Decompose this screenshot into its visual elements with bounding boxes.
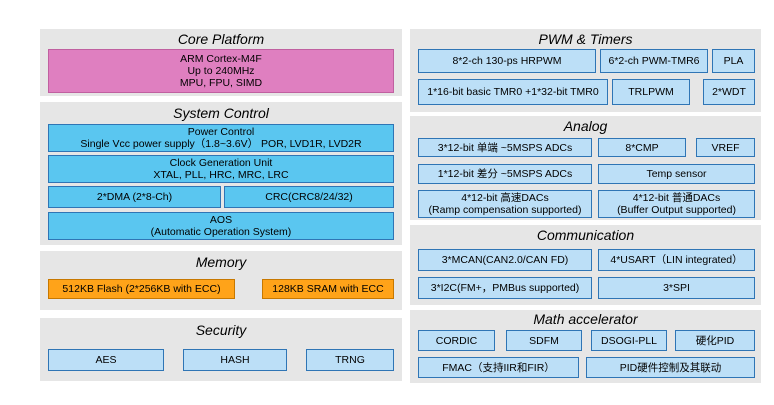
dsogi-pll-box: DSOGI-PLL: [591, 330, 667, 351]
wdt-box: 2*WDT: [703, 79, 755, 105]
dma-label: 2*DMA (2*8-Ch): [96, 191, 173, 203]
hash-label: HASH: [220, 354, 250, 366]
aes-label: AES: [95, 354, 117, 366]
tmr6-label: 6*2-ch PWM-TMR6: [608, 55, 700, 67]
hash-box: HASH: [183, 349, 287, 371]
security-panel: Security AES HASH TRNG: [40, 318, 402, 381]
clock-generation-detail: XTAL, PLL, HRC, MRC, LRC: [153, 169, 289, 181]
mcan-box: 3*MCAN(CAN2.0/CAN FD): [418, 249, 592, 271]
dac-high-speed-box: 4*12-bit 高速DACs (Ramp compensation suppo…: [418, 190, 592, 218]
aos-detail: (Automatic Operation System): [150, 226, 292, 238]
mcan-label: 3*MCAN(CAN2.0/CAN FD): [441, 254, 569, 266]
tmr0-label: 1*16-bit basic TMR0 +1*32-bit TMR0: [427, 86, 599, 98]
sram-box: 128KB SRAM with ECC: [262, 279, 394, 299]
core-platform-title: Core Platform: [177, 31, 265, 47]
sram-label: 128KB SRAM with ECC: [272, 283, 384, 295]
communication-title: Communication: [536, 227, 635, 243]
hardware-pid-label: 硬化PID: [695, 334, 735, 347]
dsogi-pll-label: DSOGI-PLL: [600, 334, 658, 347]
adc-single-box: 3*12-bit 单端 ~5MSPS ADCs: [418, 138, 592, 157]
crc-label: CRC(CRC8/24/32): [265, 191, 353, 203]
power-control-label: Power Control: [187, 126, 255, 138]
security-title: Security: [195, 322, 247, 338]
temp-sensor-label: Temp sensor: [646, 168, 707, 180]
cpu-core-line: ARM Cortex-M4F: [180, 53, 262, 65]
aes-box: AES: [48, 349, 164, 371]
pid-control-label: PID硬件控制及其联动: [619, 361, 722, 374]
hardware-pid-box: 硬化PID: [675, 330, 755, 351]
dac-high-speed-detail: (Ramp compensation supported): [428, 204, 582, 216]
dac-high-speed-label: 4*12-bit 高速DACs: [461, 192, 549, 204]
pla-box: PLA: [712, 49, 755, 73]
i2c-label: 3*I2C(FM+，PMBus supported): [430, 282, 580, 294]
math-accelerator-panel: Math accelerator CORDIC SDFM DSOGI-PLL 硬…: [410, 310, 761, 383]
dac-normal-label: 4*12-bit 普通DACs: [632, 192, 721, 204]
temp-sensor-box: Temp sensor: [598, 164, 755, 184]
pla-label: PLA: [723, 55, 744, 67]
cordic-label: CORDIC: [435, 334, 478, 347]
analog-panel: Analog 3*12-bit 单端 ~5MSPS ADCs 8*CMP VRE…: [410, 116, 761, 220]
pid-control-box: PID硬件控制及其联动: [586, 357, 755, 378]
crc-box: CRC(CRC8/24/32): [224, 186, 394, 208]
cordic-box: CORDIC: [418, 330, 495, 351]
pwm-timers-panel: PWM & Timers 8*2-ch 130-ps HRPWM 6*2-ch …: [410, 29, 761, 112]
hrpwm-label: 8*2-ch 130-ps HRPWM: [452, 55, 562, 67]
cpu-core-box: ARM Cortex-M4F Up to 240MHz MPU, FPU, SI…: [48, 49, 394, 93]
cpu-core-line: MPU, FPU, SIMD: [179, 77, 263, 89]
memory-title: Memory: [195, 254, 247, 270]
trng-box: TRNG: [306, 349, 394, 371]
vref-label: VREF: [711, 141, 740, 154]
system-control-panel: System Control Power Control Single Vcc …: [40, 102, 402, 245]
usart-box: 4*USART（LIN integrated）: [598, 249, 755, 271]
aos-label: AOS: [209, 214, 233, 226]
fmac-box: FMAC（支持IIR和FIR）: [418, 357, 579, 378]
cpu-core-line: Up to 240MHz: [187, 65, 255, 77]
adc-diff-box: 1*12-bit 差分 ~5MSPS ADCs: [418, 164, 592, 184]
dac-normal-box: 4*12-bit 普通DACs (Buffer Output supported…: [598, 190, 755, 218]
analog-title: Analog: [563, 118, 608, 134]
math-accelerator-title: Math accelerator: [533, 311, 638, 327]
sdfm-label: SDFM: [529, 334, 559, 347]
core-platform-panel: Core Platform ARM Cortex-M4F Up to 240MH…: [40, 29, 402, 96]
fmac-label: FMAC（支持IIR和FIR）: [442, 361, 555, 374]
spi-box: 3*SPI: [598, 277, 755, 299]
adc-single-label: 3*12-bit 单端 ~5MSPS ADCs: [437, 141, 573, 154]
hrpwm-box: 8*2-ch 130-ps HRPWM: [418, 49, 596, 73]
power-control-box: Power Control Single Vcc power supply（1.…: [48, 124, 394, 152]
power-control-detail: Single Vcc power supply（1.8~3.6V） POR, L…: [80, 138, 362, 150]
spi-label: 3*SPI: [663, 282, 690, 294]
dma-box: 2*DMA (2*8-Ch): [48, 186, 221, 208]
flash-label: 512KB Flash (2*256KB with ECC): [62, 283, 221, 295]
wdt-label: 2*WDT: [712, 86, 746, 98]
clock-generation-label: Clock Generation Unit: [169, 157, 273, 169]
pwm-timers-title: PWM & Timers: [538, 31, 633, 47]
communication-panel: Communication 3*MCAN(CAN2.0/CAN FD) 4*US…: [410, 225, 761, 305]
tmr6-box: 6*2-ch PWM-TMR6: [600, 49, 708, 73]
system-control-title: System Control: [173, 105, 269, 121]
trng-label: TRNG: [335, 354, 365, 366]
aos-box: AOS (Automatic Operation System): [48, 212, 394, 240]
clock-generation-box: Clock Generation Unit XTAL, PLL, HRC, MR…: [48, 155, 394, 183]
trlpwm-label: TRLPWM: [628, 86, 674, 98]
trlpwm-box: TRLPWM: [612, 79, 690, 105]
tmr0-box: 1*16-bit basic TMR0 +1*32-bit TMR0: [418, 79, 608, 105]
sdfm-box: SDFM: [506, 330, 582, 351]
vref-box: VREF: [696, 138, 755, 157]
cmp-box: 8*CMP: [598, 138, 686, 157]
usart-label: 4*USART（LIN integrated）: [610, 254, 743, 266]
cmp-label: 8*CMP: [625, 141, 659, 154]
memory-panel: Memory 512KB Flash (2*256KB with ECC) 12…: [40, 251, 402, 310]
adc-diff-label: 1*12-bit 差分 ~5MSPS ADCs: [437, 168, 573, 180]
dac-normal-detail: (Buffer Output supported): [617, 204, 736, 216]
i2c-box: 3*I2C(FM+，PMBus supported): [418, 277, 592, 299]
flash-box: 512KB Flash (2*256KB with ECC): [48, 279, 235, 299]
